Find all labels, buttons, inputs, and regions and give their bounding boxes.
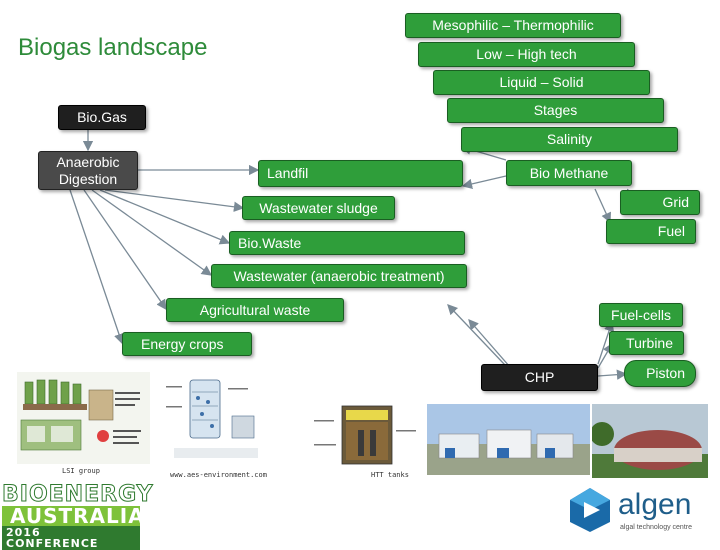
plant-photo-digester <box>592 404 708 478</box>
stack-liquid-solid: Liquid – Solid <box>433 70 650 95</box>
arrow-ad-to-sludge <box>104 189 245 212</box>
node-fuel: Fuel <box>606 219 696 244</box>
stack-mesophilic: Mesophilic – Thermophilic <box>405 13 621 38</box>
node-wastewater-anaerobic: Wastewater (anaerobic treatment) <box>211 264 467 288</box>
stack-salinity: Salinity <box>461 127 678 152</box>
algen-tagline: algal technology centre <box>620 524 692 531</box>
node-piston: Piston <box>624 360 696 387</box>
node-chp: CHP <box>481 364 598 391</box>
plant-photo-tanks <box>427 404 590 475</box>
node-landfil: Landfil <box>258 160 463 187</box>
arrow-methane-fuel <box>594 188 611 224</box>
algen-mark-icon <box>570 488 610 532</box>
node-agricultural-waste: Agricultural waste <box>166 298 344 322</box>
algen-logo: algen algal technology centre <box>566 484 716 538</box>
arrow-ad-to-wastewater <box>91 189 213 276</box>
arrow-chp-up2 <box>468 319 511 368</box>
lsi-plant-diagram <box>17 372 150 464</box>
bioenergy-australia-logo: BIOENERGY AUSTRALIA 2016 CONFERENCE <box>2 482 154 550</box>
caption-lsi: LSI group <box>62 467 100 475</box>
node-wastewater-sludge: Wastewater sludge <box>242 196 395 220</box>
arrow-ad-to-agri <box>83 189 167 311</box>
node-biowaste: Bio.Waste <box>229 231 465 255</box>
node-biogas: Bio.Gas <box>58 105 146 130</box>
htt-tank-diagram <box>310 400 420 472</box>
caption-aes: www.aes-environment.com <box>170 471 267 479</box>
arrow-chp-up <box>447 304 506 366</box>
logo-line-2: AUSTRALIA <box>2 506 144 526</box>
aes-reactor-diagram <box>162 376 270 468</box>
node-grid: Grid <box>620 190 700 215</box>
logo-line-1: BIOENERGY <box>2 482 154 507</box>
node-turbine: Turbine <box>609 331 684 355</box>
node-energy-crops: Energy crops <box>122 332 252 356</box>
arrow-methane-down <box>461 175 507 190</box>
node-anaerobic-digestion: Anaerobic Digestion <box>38 151 138 190</box>
page-title: Biogas landscape <box>18 34 208 61</box>
logo-line-3: 2016 CONFERENCE <box>2 526 140 550</box>
node-bio-methane: Bio Methane <box>506 160 632 186</box>
arrow-ad-to-biowaste <box>99 189 231 245</box>
algen-name: algen <box>618 488 692 521</box>
arrow-ad-to-crops <box>69 189 124 345</box>
stack-stages: Stages <box>447 98 664 123</box>
node-fuel-cells: Fuel-cells <box>599 303 683 327</box>
arrow-chp-piston <box>597 369 628 380</box>
caption-htt: HTT tanks <box>371 471 409 479</box>
stack-tech: Low – High tech <box>418 42 635 67</box>
